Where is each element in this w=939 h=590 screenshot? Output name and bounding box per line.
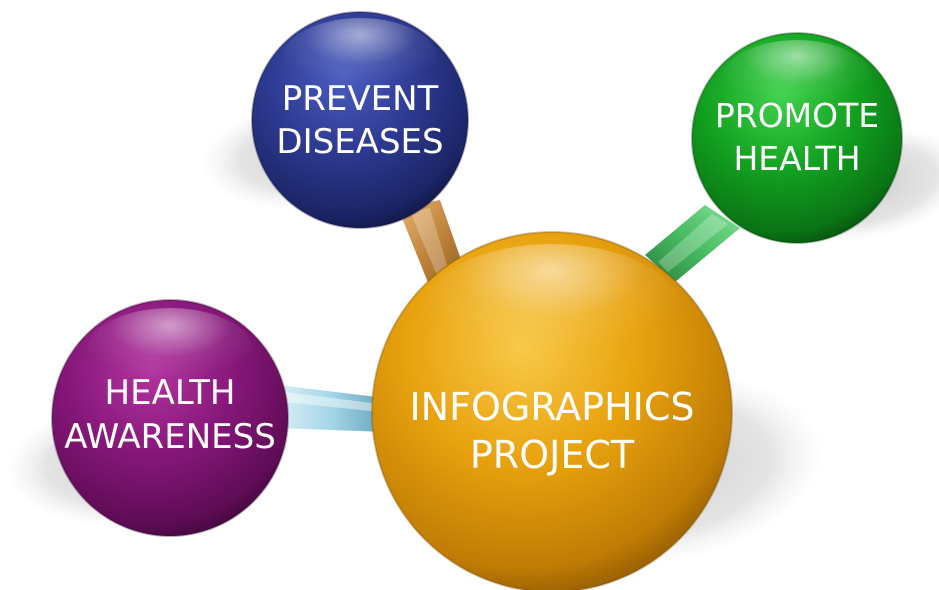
node-promote-health: PROMOTE HEALTH [691, 32, 903, 244]
connector-awareness [278, 385, 385, 432]
prevent-label-line1: PREVENT [282, 79, 439, 119]
node-health-awareness: HEALTH AWARENESS [51, 299, 289, 537]
awareness-label-line2: AWARENESS [64, 417, 276, 457]
node-infographics-project: INFOGRAPHICS PROJECT [371, 231, 733, 590]
center-label-line1: INFOGRAPHICS [409, 385, 694, 429]
promote-label-line2: HEALTH [733, 139, 860, 178]
center-label-line2: PROJECT [470, 433, 635, 477]
node-prevent-diseases: PREVENT DISEASES [251, 11, 469, 229]
awareness-label-line1: HEALTH [105, 373, 236, 413]
prevent-label-line2: DISEASES [276, 122, 443, 162]
connector-promote [645, 205, 740, 282]
promote-label-line1: PROMOTE [715, 96, 879, 135]
